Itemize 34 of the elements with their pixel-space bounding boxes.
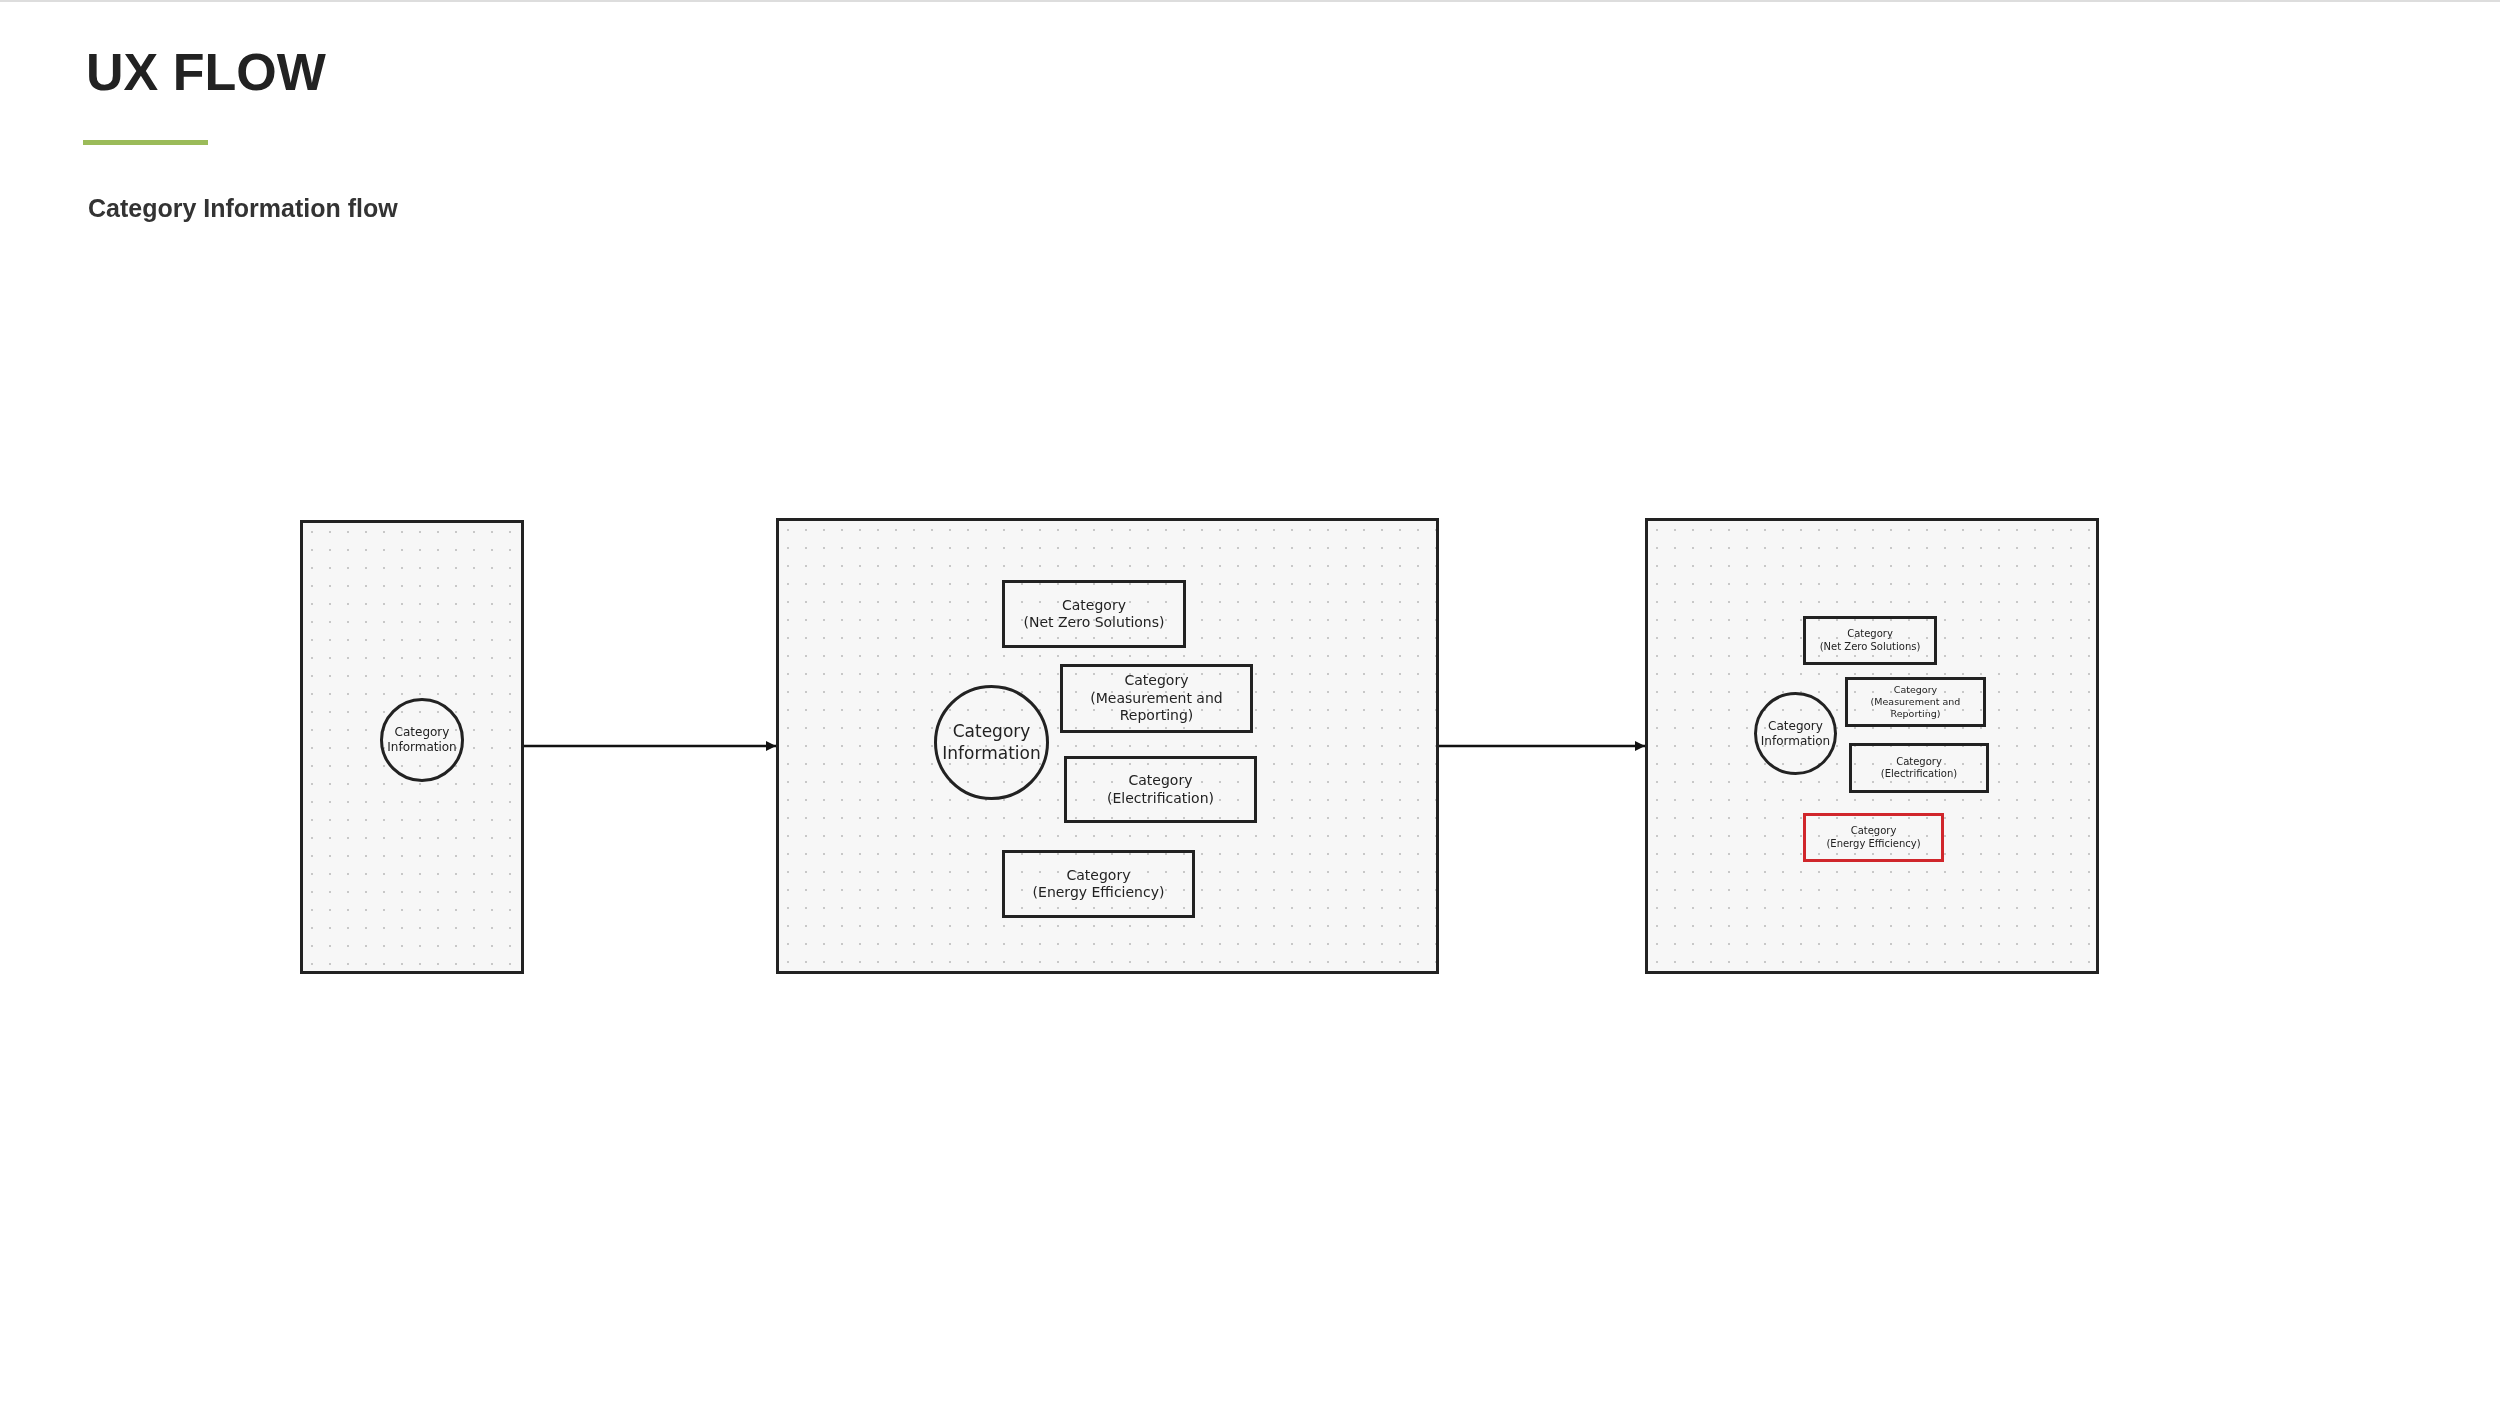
- category-box: [1803, 813, 1944, 862]
- page-title: UX FLOW: [86, 42, 326, 102]
- box-text: (Net Zero Solutions): [1819, 640, 1921, 653]
- category-box: [1849, 743, 1989, 793]
- box-text: Category: [1124, 672, 1189, 690]
- box-text: (Measurement and Reporting): [1089, 689, 1224, 725]
- arrow: [524, 741, 776, 751]
- box-text: Category: [1066, 866, 1131, 884]
- box-text: (Electrification): [1107, 789, 1214, 807]
- arrow: [1439, 741, 1645, 751]
- box-text: Category: [1893, 684, 1938, 697]
- box-text: Category: [1850, 825, 1897, 838]
- category-circle: Category Information: [934, 685, 1049, 800]
- screen-frame: [300, 520, 524, 974]
- category-box: [1845, 677, 1986, 727]
- screen-frame: [776, 518, 1439, 974]
- subtitle: Category Information flow: [88, 194, 398, 223]
- box-text: Category: [1062, 596, 1126, 614]
- category-box: [1002, 580, 1186, 648]
- box-text: Category: [1128, 772, 1193, 790]
- box-text: (Net Zero Solutions): [1023, 614, 1165, 632]
- category-box: [1803, 616, 1937, 665]
- screen-frame: [1645, 518, 2099, 974]
- box-text: Category: [1896, 755, 1942, 768]
- category-circle: Category Information: [380, 698, 464, 782]
- box-text: (Energy Efficiency): [1032, 884, 1165, 902]
- box-text: (Energy Efficiency): [1826, 837, 1921, 850]
- category-box: [1060, 664, 1253, 733]
- category-box: [1064, 756, 1257, 823]
- box-text: (Electrification): [1880, 768, 1958, 781]
- box-text: Category: [1847, 628, 1893, 641]
- category-box: [1002, 850, 1195, 918]
- box-text: (Measurement and Reporting): [1869, 696, 1962, 720]
- category-circle: Category Information: [1754, 692, 1837, 775]
